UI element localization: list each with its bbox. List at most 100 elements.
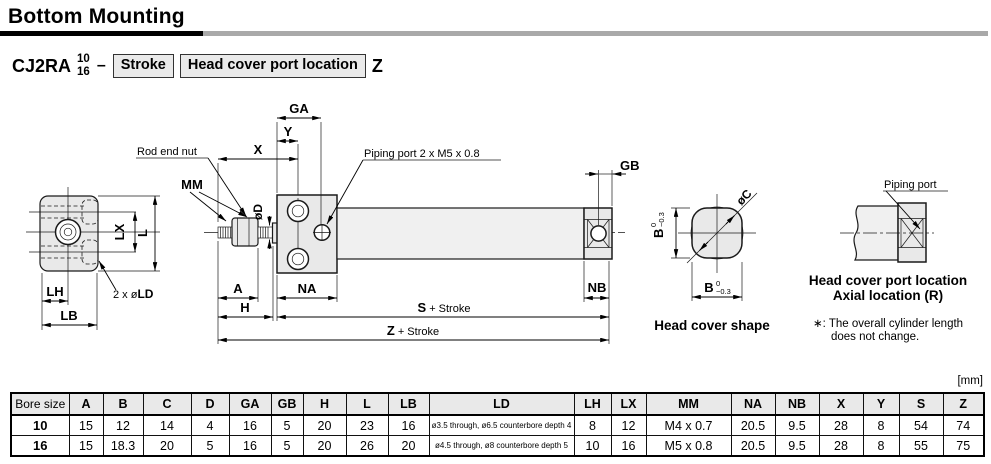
model-series: CJ2RA (12, 55, 72, 76)
model-designation: CJ2RA 10 16 – Stroke Head cover port loc… (12, 49, 383, 83)
table-cell: 20.5 (730, 435, 776, 457)
dim-label-od: øD (251, 204, 265, 220)
column-header-na: NA (730, 392, 776, 416)
dim-label-z-stroke: Z+ Stroke (387, 323, 439, 338)
dim-label-mm: MM (181, 177, 203, 192)
table-cell: 8 (862, 435, 900, 457)
column-header-nb: NB (774, 392, 820, 416)
column-header-h: H (302, 392, 347, 416)
table-cell: 16 (387, 414, 430, 436)
model-bore-16: 16 (77, 66, 90, 78)
model-bore-options: 10 16 (77, 53, 90, 78)
table-cell: 15 (68, 414, 104, 436)
dim-label-l: L (135, 229, 150, 237)
table-cell: 28 (818, 435, 864, 457)
note-line1: ∗: The overall cylinder length (813, 318, 963, 330)
dim-label-nb: NB (588, 280, 607, 295)
dim-label-h: H (240, 300, 249, 315)
table-cell: ø3.5 through, ø6.5 counterbore depth 4 (428, 414, 575, 436)
column-header-gb: GB (270, 392, 304, 416)
dim-label-ga: GA (289, 101, 309, 116)
table-cell: 10 (573, 435, 612, 457)
table-cell: 20 (142, 435, 192, 457)
column-header-z: Z (942, 392, 985, 416)
column-header-s: S (898, 392, 944, 416)
table-cell: 14 (142, 414, 192, 436)
rod-end-nut (231, 217, 259, 247)
dim-label-na: NA (298, 281, 317, 296)
table-cell: 75 (942, 435, 985, 457)
page-title: Bottom Mounting (8, 5, 185, 28)
table-cell: 16 (228, 435, 272, 457)
column-header-lb: LB (387, 392, 430, 416)
column-header-ld: LD (428, 392, 575, 416)
dim-label-oc: øC (733, 186, 754, 207)
column-header-lx: LX (610, 392, 647, 416)
column-header-ga: GA (228, 392, 272, 416)
title-underline (0, 31, 988, 36)
table-cell: 12 (102, 414, 144, 436)
table-cell: 5 (270, 435, 304, 457)
note-line2: does not change. (831, 331, 919, 343)
column-header-y: Y (862, 392, 900, 416)
column-header-l: L (345, 392, 389, 416)
table-cell: ø4.5 through, ø8 counterbore depth 5 (428, 435, 575, 457)
table-cell: 18.3 (102, 435, 144, 457)
table-cell: 28 (818, 414, 864, 436)
model-bore-10: 10 (77, 53, 90, 66)
svg-text:−0.3: −0.3 (716, 287, 731, 296)
dim-label-x: X (254, 142, 263, 157)
cylinder-tube (336, 207, 585, 260)
dim-label-lx: LX (112, 223, 127, 240)
table-cell: 26 (345, 435, 389, 457)
column-header-mm: MM (645, 392, 732, 416)
table-cell: 16 (10, 435, 70, 457)
table-cell: 10 (10, 414, 70, 436)
table-cell: 5 (190, 435, 230, 457)
dim-label-s-stroke: S+ Stroke (418, 300, 471, 315)
svg-text:B: B (651, 229, 666, 238)
table-cell: M5 x 0.8 (645, 435, 732, 457)
svg-text:0: 0 (716, 279, 720, 288)
port-location-caption-line2: Axial location (R) (833, 288, 943, 303)
table-cell: 15 (68, 435, 104, 457)
port-location-box: Head cover port location (179, 54, 366, 78)
svg-text:0: 0 (649, 223, 658, 227)
column-header-lh: LH (573, 392, 612, 416)
axial-port-location-view: Piping port Head cover port location Axi… (809, 179, 967, 343)
table-cell: 8 (573, 414, 612, 436)
model-dash: – (96, 57, 106, 74)
dim-label-lb: LB (60, 308, 77, 323)
column-header-a: A (68, 392, 104, 416)
column-header-bore-size: Bore size (10, 392, 70, 416)
table-cell: 9.5 (774, 435, 820, 457)
dim-label-a: A (233, 281, 243, 296)
model-suffix: Z (371, 55, 383, 76)
main-side-view: GA Y X Rod end nut MM Piping port 2 x M5… (136, 101, 640, 344)
column-header-x: X (818, 392, 864, 416)
head-cover-shape-caption: Head cover shape (654, 318, 770, 333)
table-cell: M4 x 0.7 (645, 414, 732, 436)
table-cell: 9.5 (774, 414, 820, 436)
dimension-drawing: LX L LH LB 2 x øLD (26, 101, 967, 344)
head-cover-shape-view: øC B 0 −0.3 B 0 −0.3 Head cover shape (649, 186, 770, 333)
svg-text:−0.3: −0.3 (657, 212, 666, 227)
table-cell: 54 (898, 414, 944, 436)
mounting-hole-label: 2 x øLD (113, 287, 154, 301)
table-cell: 20 (302, 414, 347, 436)
unit-label: [mm] (957, 375, 983, 387)
table-cell: 55 (898, 435, 944, 457)
piping-port-label: Piping port 2 x M5 x 0.8 (364, 148, 480, 160)
table-cell: 20.5 (730, 414, 776, 436)
left-end-view: LX L LH LB 2 x øLD (26, 187, 160, 330)
table-cell: 20 (387, 435, 430, 457)
table-cell: 8 (862, 414, 900, 436)
column-header-b: B (102, 392, 144, 416)
dim-label-gb: GB (620, 158, 640, 173)
table-cell: 74 (942, 414, 985, 436)
